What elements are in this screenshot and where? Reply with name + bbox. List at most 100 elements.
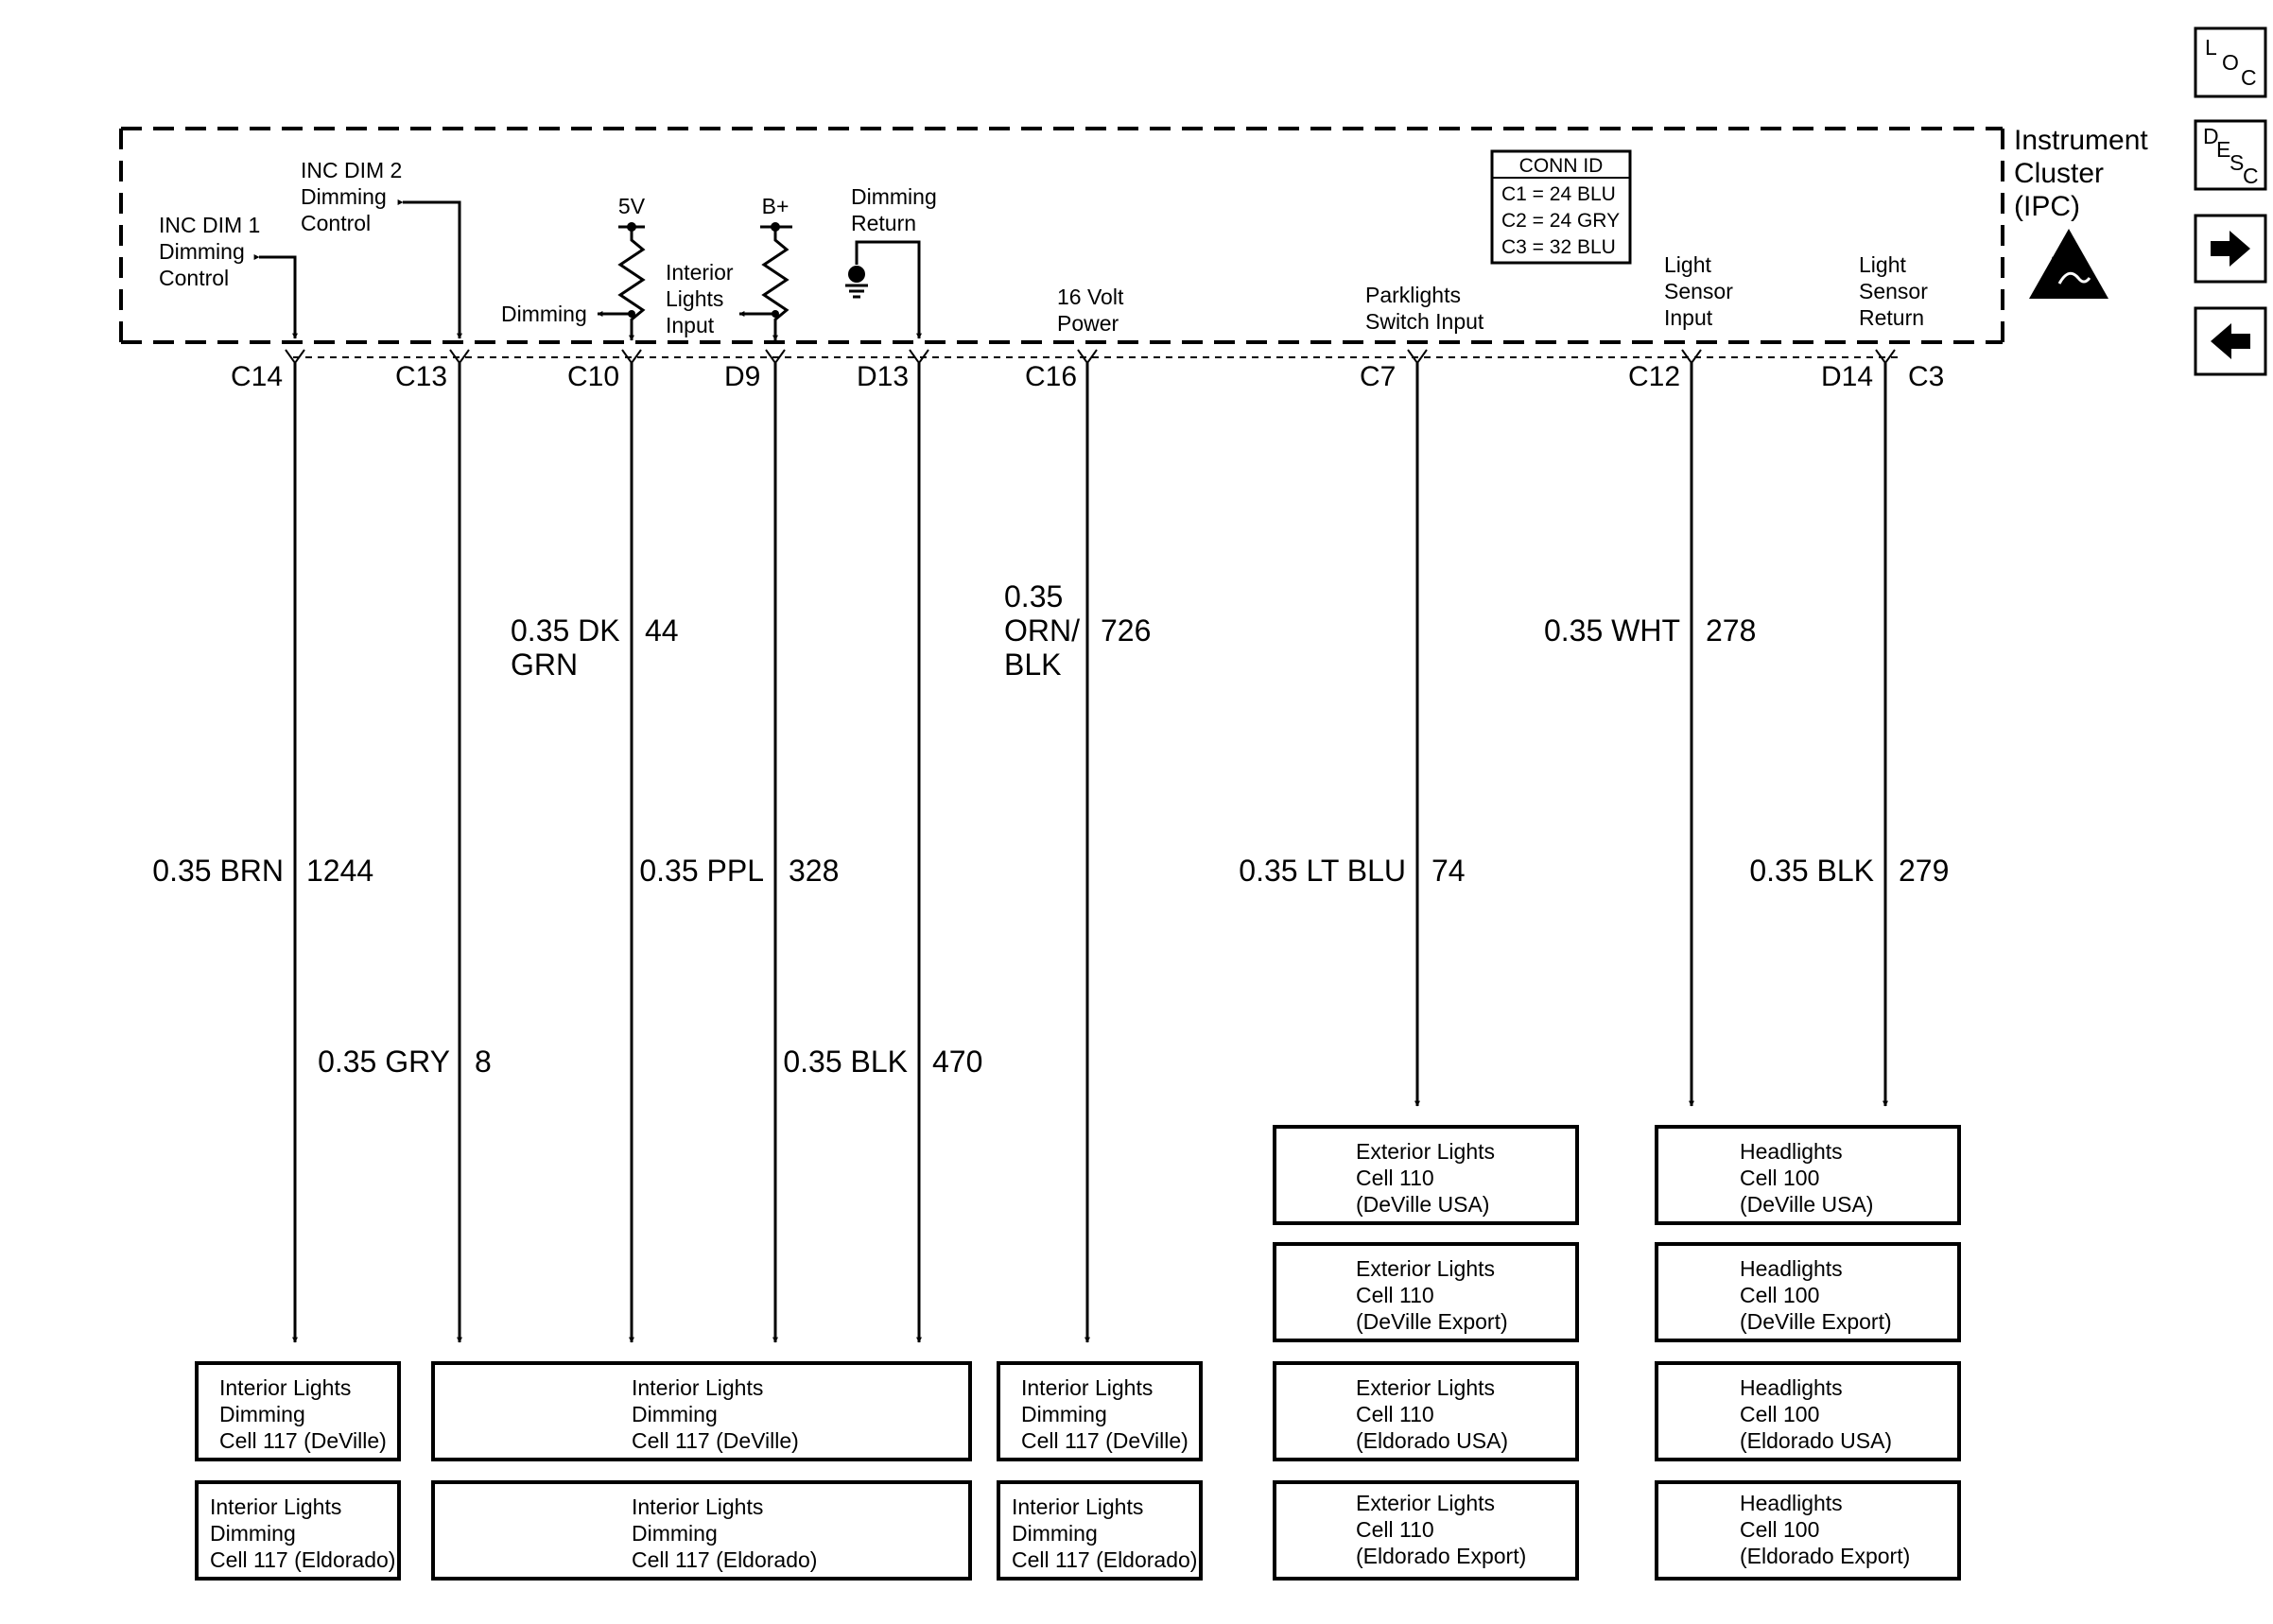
loc-letter: O [2222,50,2239,75]
svg-text:Interior Lights: Interior Lights [632,1494,763,1519]
dest-interior-dimming-eldorado-wide: Interior Lights Dimming Cell 117 (Eldora… [431,1480,972,1581]
svg-text:(DeVille Export): (DeVille Export) [1356,1309,1508,1334]
esd-warning-icon [2029,229,2108,299]
svg-text:Exterior Lights: Exterior Lights [1356,1491,1495,1515]
volt16-label: Power [1057,311,1119,336]
svg-text:Cell 110: Cell 110 [1356,1166,1434,1190]
sensor-return-label: Sensor [1859,279,1928,303]
wire-gauge-44: GRN [511,648,578,682]
conn-id-row: C3 = 32 BLU [1501,236,1616,258]
sensor-input-label: Input [1664,305,1713,330]
dimming-return-label: Dimming [851,184,937,209]
wire-circuit-8: 8 [475,1045,492,1079]
inc-dim1-label: Dimming [159,239,245,264]
ground-symbol [845,240,922,339]
svg-text:Headlights: Headlights [1740,1375,1843,1400]
wire-gauge-726: 0.35 [1004,579,1063,613]
conn-id-table: CONN ID C1 = 24 BLU C2 = 24 GRY C3 = 32 … [1490,149,1632,265]
wire-gauge-1244: 0.35 BRN [152,854,284,888]
svg-text:Dimming: Dimming [210,1521,296,1546]
pin-c12: C12 [1628,361,1680,392]
svg-text:(DeVille Export): (DeVille Export) [1740,1309,1892,1334]
desc-letter: E [2216,137,2230,162]
svg-text:Cell 100: Cell 100 [1740,1517,1819,1542]
wire-gauge-726: BLK [1004,648,1061,682]
wire-gauge-278: 0.35 WHT [1544,613,1680,648]
svg-text:(Eldorado Export): (Eldorado Export) [1740,1544,1910,1568]
svg-text:(DeVille USA): (DeVille USA) [1356,1192,1489,1217]
dest-exterior-eldorado-usa: Exterior Lights Cell 110 (Eldorado USA) [1273,1361,1579,1461]
svg-text:Headlights: Headlights [1740,1256,1843,1281]
pin-d13: D13 [857,361,909,392]
sensor-input-label: Sensor [1664,279,1733,303]
dest-interior-dimming-eldorado-2: Interior Lights Dimming Cell 117 (Eldora… [997,1480,1203,1581]
wire-circuit-278: 278 [1706,613,1756,648]
parklights-label: Switch Input [1365,309,1484,334]
wire-gauge-74: 0.35 LT BLU [1239,854,1406,888]
sensor-return-label: Return [1859,305,1924,330]
svg-text:(Eldorado USA): (Eldorado USA) [1740,1428,1892,1453]
next-button[interactable] [2194,214,2267,284]
svg-text:Cell 117 (Eldorado): Cell 117 (Eldorado) [632,1547,817,1572]
interior-input-label: Input [666,313,715,337]
wire-circuit-279: 279 [1899,854,1949,888]
svg-text:Dimming: Dimming [632,1402,718,1426]
dest-headlights-eldorado-usa: Headlights Cell 100 (Eldorado USA) [1655,1361,1961,1461]
svg-text:Interior Lights: Interior Lights [1012,1494,1143,1519]
inc-dim2-label: INC DIM 2 [301,158,402,182]
svg-text:Cell 100: Cell 100 [1740,1283,1819,1307]
dest-exterior-eldorado-export: Exterior Lights Cell 110 (Eldorado Expor… [1273,1480,1579,1581]
wires [292,363,1888,1343]
wire-circuit-328: 328 [789,854,839,888]
ipc-module-outline [119,127,2004,358]
module-name-line-2: Cluster [2014,158,2104,189]
wire-gauge-44: 0.35 DK [511,613,620,648]
desc-button[interactable]: D E S C [2194,119,2267,191]
wire-gauge-470: 0.35 BLK [783,1045,908,1079]
wire-circuit-470: 470 [932,1045,982,1079]
svg-text:Exterior Lights: Exterior Lights [1356,1375,1495,1400]
svg-text:Headlights: Headlights [1740,1139,1843,1164]
conn-id-row: C2 = 24 GRY [1501,210,1620,232]
bplus-label: B+ [762,194,789,218]
svg-text:Interior Lights: Interior Lights [210,1494,341,1519]
inc-dim1-label: Control [159,266,229,290]
prev-button[interactable] [2194,306,2267,376]
wire-circuit-726: 726 [1101,613,1151,648]
svg-text:Dimming: Dimming [1021,1402,1107,1426]
pin-c3: C3 [1908,361,1944,392]
module-name-line-3: (IPC) [2014,191,2080,222]
inc-dim1-connection [253,254,298,339]
svg-text:Dimming: Dimming [632,1521,718,1546]
dest-interior-dimming-deville-wide: Interior Lights Dimming Cell 117 (DeVill… [431,1361,972,1461]
loc-button[interactable]: L O C [2194,26,2267,98]
interior-input-label: Lights [666,286,723,311]
svg-text:Cell 117 (DeVille): Cell 117 (DeVille) [1021,1428,1189,1453]
loc-letter: L [2205,35,2217,60]
dest-interior-dimming-deville: Interior Lights Dimming Cell 117 (DeVill… [195,1361,401,1461]
desc-letter: C [2243,164,2259,188]
wire-gauge-8: 0.35 GRY [318,1045,450,1079]
svg-text:Exterior Lights: Exterior Lights [1356,1139,1495,1164]
dest-exterior-deville-export: Exterior Lights Cell 110 (DeVille Export… [1273,1242,1579,1342]
desc-letter: S [2230,150,2244,175]
arrow-left-icon [2211,323,2250,359]
desc-letter: D [2203,124,2219,148]
dimming-return-label: Return [851,211,916,235]
inc-dim1-label: INC DIM 1 [159,213,260,237]
svg-text:(Eldorado USA): (Eldorado USA) [1356,1428,1508,1453]
wire-gauge-726: ORN/ [1004,613,1080,648]
pin-c16: C16 [1025,361,1077,392]
svg-text:Headlights: Headlights [1740,1491,1843,1515]
inc-dim2-connection [397,199,462,339]
svg-text:Cell 117 (Eldorado): Cell 117 (Eldorado) [210,1547,395,1572]
pin-c7: C7 [1360,361,1396,392]
pin-d14: D14 [1821,361,1873,392]
dest-headlights-eldorado-export: Headlights Cell 100 (Eldorado Export) [1655,1480,1961,1581]
svg-text:Dimming: Dimming [219,1402,305,1426]
module-name-line-1: Instrument [2014,125,2148,156]
wire-circuit-74: 74 [1431,854,1466,888]
dimming-label: Dimming [501,302,587,326]
loc-letter: C [2241,65,2257,90]
